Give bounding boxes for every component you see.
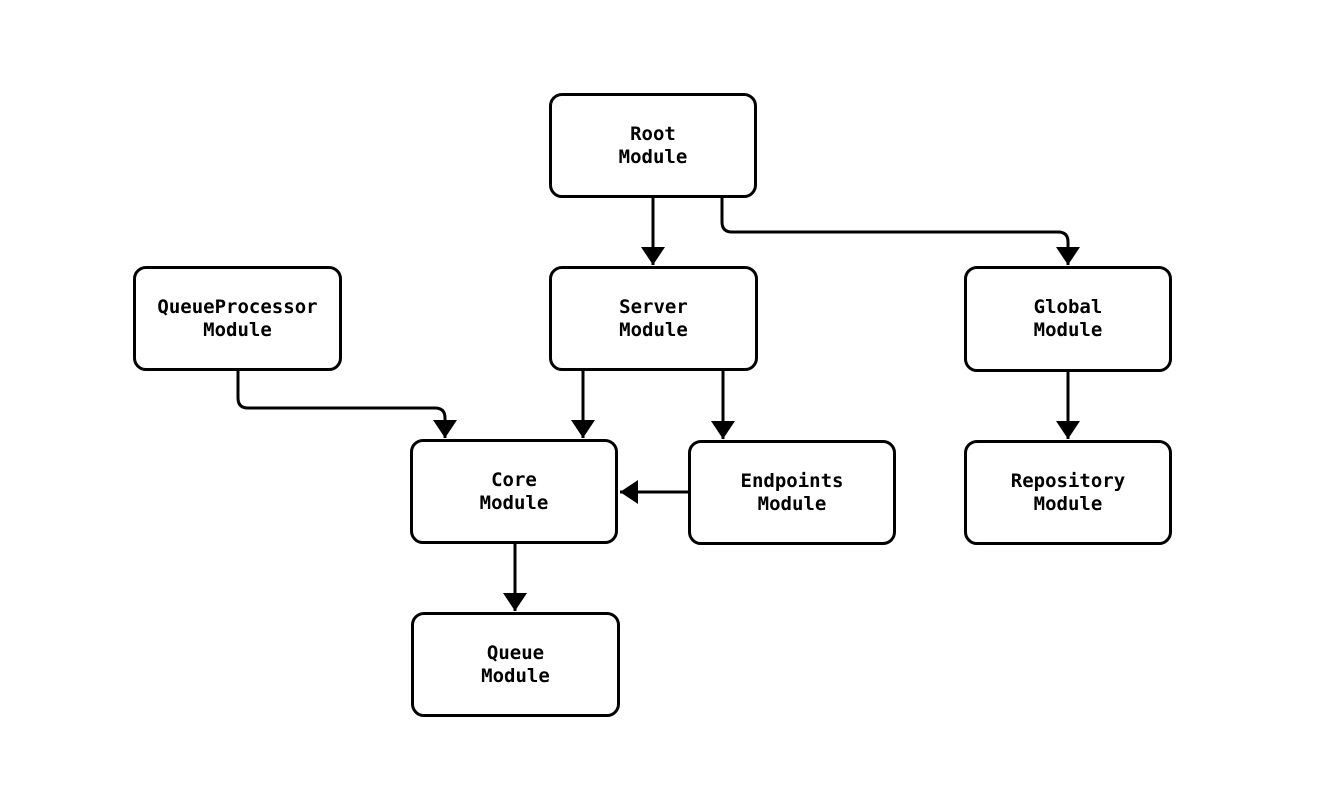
edge-queueprocessor-to-core	[236, 371, 457, 438]
node-global-module: Global Module	[964, 266, 1172, 372]
node-server-module: Server Module	[549, 266, 758, 371]
edge-root-to-global	[720, 198, 1080, 265]
node-repository-module: Repository Module	[964, 440, 1172, 545]
node-queueprocessor-module: QueueProcessor Module	[133, 266, 342, 371]
node-queue-module: Queue Module	[411, 612, 620, 717]
node-endpoints-module: Endpoints Module	[688, 440, 896, 545]
node-root-module: Root Module	[549, 93, 757, 198]
node-core-module: Core Module	[410, 439, 618, 544]
